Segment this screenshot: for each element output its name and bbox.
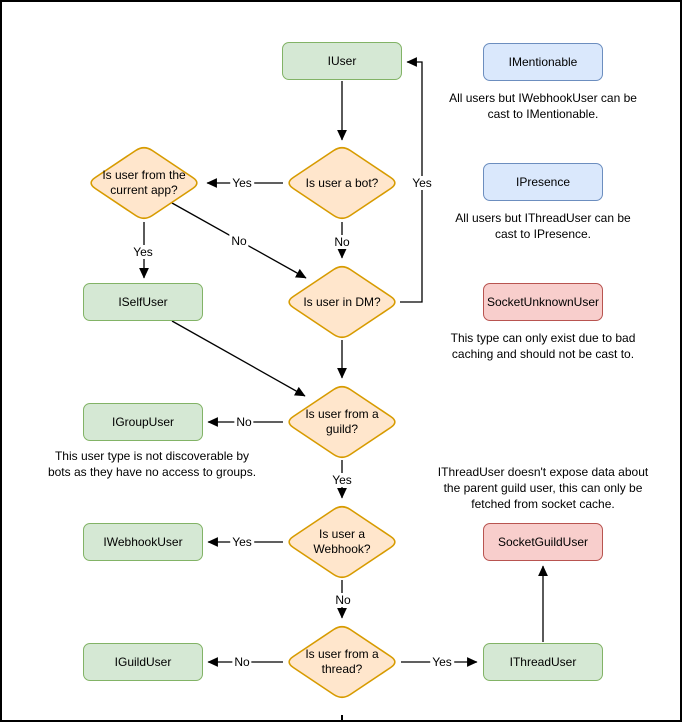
edge-label-no-guild-group: No <box>234 415 254 429</box>
node-igroupuser: IGroupUser <box>83 403 203 441</box>
edge-label-no-currentapp-dm: No <box>229 234 249 248</box>
decision-label-current-app: Is user from the current app? <box>102 168 186 197</box>
edge-label-yes-thread-ithread: Yes <box>430 655 454 669</box>
node-ipresence: IPresence <box>483 163 603 201</box>
edge-iselfuser-to-guild <box>171 320 306 397</box>
edge-label-no-webhook-thread: No <box>333 593 353 607</box>
page-boundary-tick <box>341 715 343 720</box>
note-ithreaduser: IThreadUser doesn't expose data about th… <box>437 465 649 511</box>
node-ithreaduser: IThreadUser <box>483 643 603 681</box>
decision-label-thread: Is user from a thread? <box>305 647 379 676</box>
node-imentionable: IMentionable <box>483 43 603 81</box>
node-iguilduser: IGuildUser <box>83 643 203 681</box>
edge-label-yes-webhook-iwebhook: Yes <box>230 535 254 549</box>
node-socketguilduser: SocketGuildUser <box>483 523 603 561</box>
edge-label-yes-guild-webhook: Yes <box>330 473 354 487</box>
note-imentionable: All users but IWebhookUser can be cast t… <box>449 91 637 121</box>
node-socketunknownuser: SocketUnknownUser <box>483 283 603 321</box>
note-socketunknownuser: This type can only exist due to bad cach… <box>450 331 636 361</box>
node-iwebhookuser: IWebhookUser <box>83 523 203 561</box>
node-iuser: IUser <box>282 42 402 80</box>
edge-label-no-bot-dm: No <box>332 235 352 249</box>
decision-label-bot: Is user a bot? <box>305 175 379 190</box>
edge-label-yes-bot-currentapp: Yes <box>230 176 254 190</box>
note-ipresence: All users but IThreadUser can be cast to… <box>455 211 631 241</box>
edge-label-yes-dm-iuser: Yes <box>410 176 434 190</box>
decision-label-webhook: Is user a Webhook? <box>313 527 371 556</box>
note-igroupuser: This user type is not discoverable by bo… <box>47 449 257 479</box>
edge-label-no-thread-iguild: No <box>232 655 252 669</box>
decision-label-dm: Is user in DM? <box>303 294 381 309</box>
edge-label-yes-currentapp-self: Yes <box>131 245 155 259</box>
decision-label-guild: Is user from a guild? <box>305 407 379 436</box>
node-iselfuser: ISelfUser <box>83 283 203 321</box>
